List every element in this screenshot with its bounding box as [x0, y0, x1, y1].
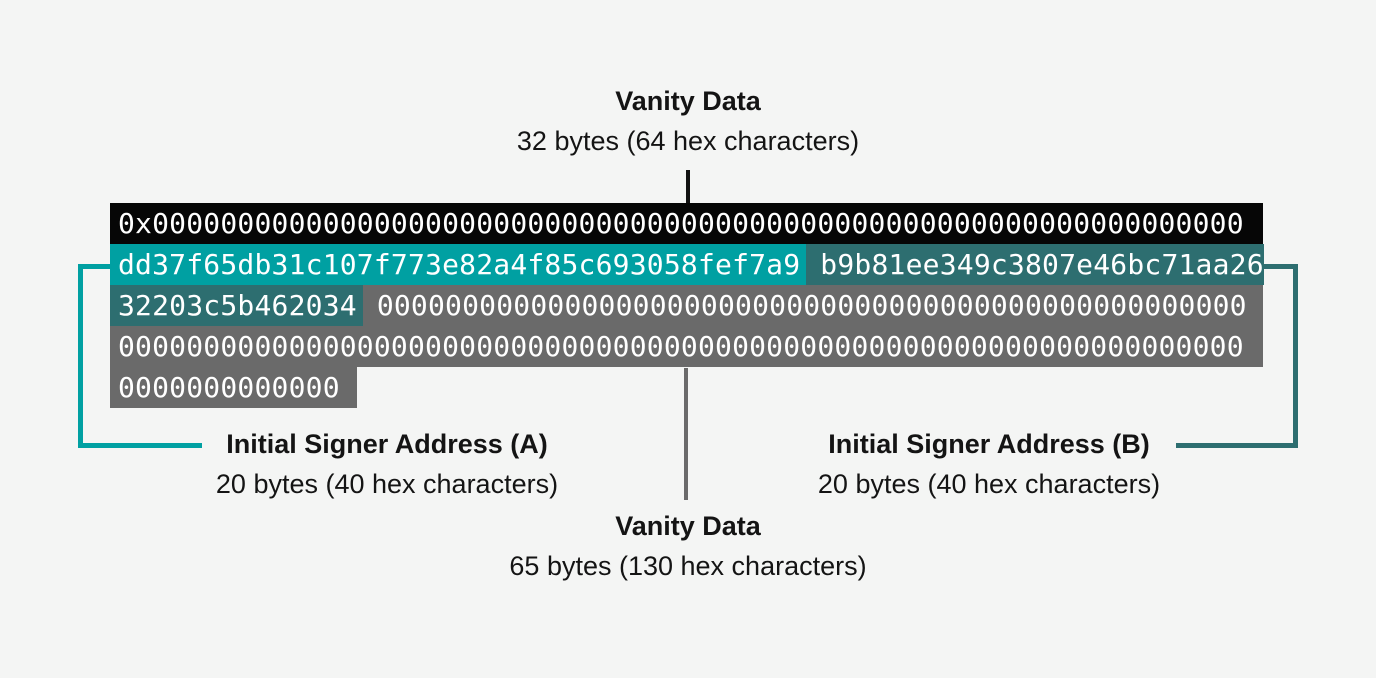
bottom-vanity-label: Vanity Data 65 bytes (130 hex characters…: [0, 511, 1376, 581]
address-a-bracket-vertical: [78, 264, 83, 448]
address-a-bracket-top: [78, 264, 110, 269]
hex-row-4: 0000000000000000000000000000000000000000…: [110, 326, 1263, 367]
hex-row-5: 0000000000000: [110, 367, 357, 408]
hex-row-1: 0x00000000000000000000000000000000000000…: [110, 203, 1263, 244]
address-a-title: Initial Signer Address (A): [226, 429, 548, 459]
address-b-segment-part2: 32203c5b462034: [110, 285, 363, 326]
bottom-vanity-zeros-row5: 0000000000000: [118, 371, 340, 404]
bottom-vanity-zeros-row4: 0000000000000000000000000000000000000000…: [118, 330, 1244, 363]
address-a-segment: dd37f65db31c107f773e82a4f85c693058fef7a9: [110, 244, 807, 285]
address-b-label: Initial Signer Address (B) 20 bytes (40 …: [769, 429, 1209, 499]
address-a-label: Initial Signer Address (A) 20 bytes (40 …: [167, 429, 607, 499]
address-b-bracket-vertical: [1293, 264, 1298, 448]
top-vanity-subtitle: 32 bytes (64 hex characters): [516, 126, 860, 156]
bottom-connector-line: [684, 368, 688, 500]
address-b-title: Initial Signer Address (B): [828, 429, 1150, 459]
bottom-vanity-zeros-row3: 0000000000000000000000000000000000000000…: [362, 285, 1263, 326]
top-connector-line: [686, 170, 690, 203]
address-b-subtitle: 20 bytes (40 hex characters): [817, 469, 1161, 499]
bottom-vanity-subtitle: 65 bytes (130 hex characters): [509, 551, 867, 581]
address-a-bracket-bottom: [78, 443, 202, 448]
address-b-bracket-bottom: [1176, 443, 1298, 448]
prefix-and-top-vanity-zeros: 0x00000000000000000000000000000000000000…: [118, 207, 1244, 240]
hex-data-block: 0x00000000000000000000000000000000000000…: [110, 203, 1264, 408]
address-b-bracket-top: [1263, 264, 1298, 269]
address-a-subtitle: 20 bytes (40 hex characters): [215, 469, 559, 499]
bottom-vanity-title: Vanity Data: [615, 511, 761, 541]
hex-row-3: 32203c5b462034 0000000000000000000000000…: [110, 285, 1263, 326]
top-vanity-title: Vanity Data: [615, 86, 761, 116]
top-vanity-label: Vanity Data 32 bytes (64 hex characters): [0, 86, 1376, 156]
address-b-segment-part1: b9b81ee349c3807e46bc71aa26: [806, 244, 1264, 285]
hex-row-2: dd37f65db31c107f773e82a4f85c693058fef7a9…: [110, 244, 1264, 285]
